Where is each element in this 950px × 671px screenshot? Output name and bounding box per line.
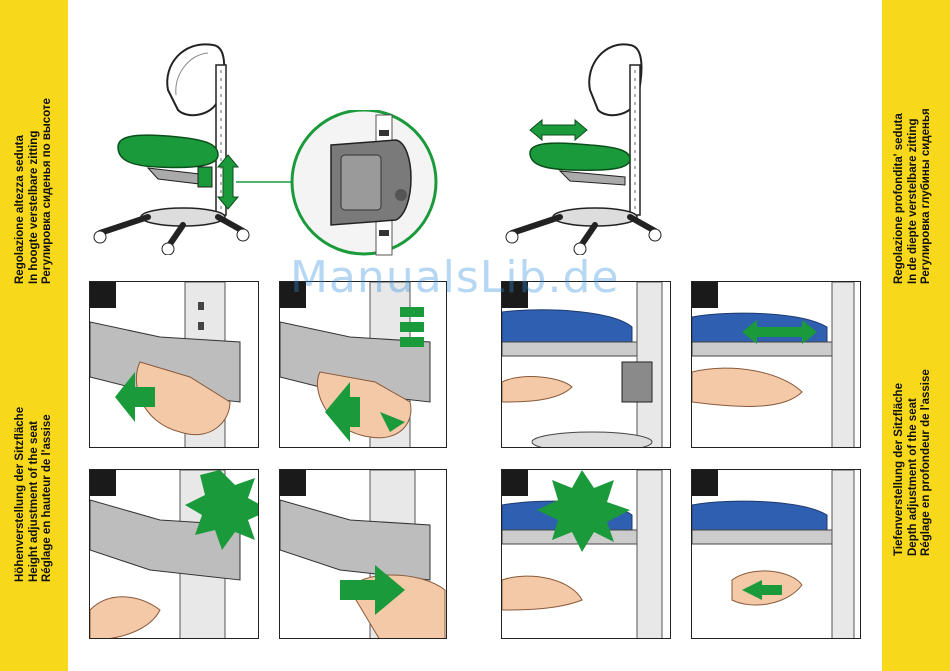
- height-step-2-panel: [279, 281, 447, 448]
- step-number-box: [90, 282, 116, 308]
- step-number-box: [280, 282, 306, 308]
- depth-adjust-chair-illustration: [505, 43, 662, 255]
- depth-step-1-panel: [501, 281, 671, 448]
- caption-line: Réglage en profondeur de l'assise: [920, 369, 932, 556]
- step-number-box: [692, 470, 718, 496]
- height-step-1-panel: [89, 281, 259, 448]
- caption-line: Регулировка глубины сиденья: [920, 108, 932, 284]
- caption-line: In hoogte verstelbare zitting: [27, 130, 40, 284]
- caption-line: Tiefenverstellung der Sitzfläche: [893, 383, 905, 556]
- caption-line: Réglage en hauteur de l'assise: [41, 414, 53, 582]
- right-yellow-band: [882, 0, 950, 671]
- depth-step-3-panel: [501, 469, 671, 639]
- caption-line: Height adjustment of the seat: [27, 420, 40, 582]
- mechanism-zoom-circle: [236, 110, 438, 256]
- caption-line: Regolazione profondita' seduta: [893, 113, 905, 284]
- height-step-4-panel: [279, 469, 447, 639]
- step-number-box: [502, 470, 528, 496]
- caption-line: Höhenverstellung der Sitzfläche: [14, 406, 26, 582]
- right-band-bottom-caption: Tiefenverstellung der Sitzfläche Depth a…: [893, 369, 934, 556]
- caption-line: Regolazione altezza seduta: [14, 135, 26, 284]
- left-yellow-band: [0, 0, 68, 671]
- left-band-bottom-caption: Höhenverstellung der Sitzfläche Height a…: [14, 407, 55, 582]
- height-step-3-panel: [89, 469, 259, 639]
- step-number-box: [280, 470, 306, 496]
- height-adjust-chair-illustration: [93, 43, 250, 255]
- step-number-box: [502, 282, 528, 308]
- depth-step-4-panel: [691, 469, 861, 639]
- right-band-top-caption: Regolazione profondita' seduta In de die…: [893, 108, 934, 284]
- caption-line: Depth adjustment of the seat: [906, 398, 919, 556]
- caption-line: Регулировка сиденья по высоте: [41, 98, 53, 284]
- step-number-box: [90, 470, 116, 496]
- depth-step-2-panel: [691, 281, 861, 448]
- caption-line: In de diepte verstelbare zitting: [906, 118, 919, 284]
- left-band-top-caption: Regolazione altezza seduta In hoogte ver…: [14, 98, 55, 284]
- step-number-box: [692, 282, 718, 308]
- watermark-text: ManualsLib.de: [290, 252, 620, 303]
